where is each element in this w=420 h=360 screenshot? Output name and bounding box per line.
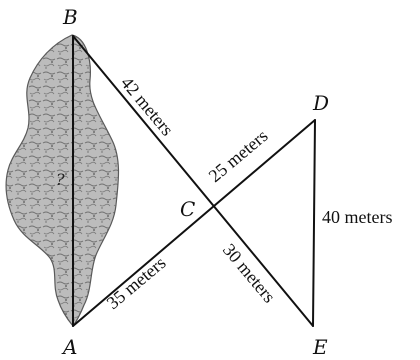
point-label-a: A (61, 335, 77, 359)
segment-label-de: 40 meters (322, 207, 392, 227)
segment-ad (72, 119, 316, 327)
segment-de (312, 119, 316, 327)
point-label-c: C (180, 197, 195, 221)
point-label-e: E (312, 335, 328, 359)
segment-label-bc: 42 meters (117, 73, 178, 140)
segment-be (72, 35, 314, 327)
segment-label-cd: 25 meters (205, 125, 272, 186)
point-label-d: D (312, 91, 329, 115)
point-label-b: B (62, 5, 78, 29)
pond-shape (5, 34, 120, 327)
segment-label-ac: 35 meters (103, 252, 170, 313)
unknown-length-label: ? (56, 170, 65, 189)
